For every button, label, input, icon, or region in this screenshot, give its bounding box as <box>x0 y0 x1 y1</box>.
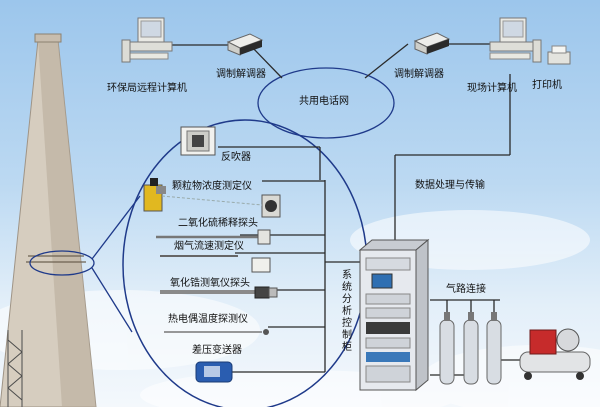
cabinet-label-char: 制 <box>342 330 352 341</box>
modem-icon <box>413 32 451 55</box>
phone-network-ellipse <box>257 67 395 139</box>
backflush-icon <box>180 126 216 156</box>
phone-network-label: 共用电话网 <box>299 96 349 107</box>
thermocouple-icon <box>164 329 269 335</box>
zro2-probe-label: 氧化锆测氧仪探头 <box>170 278 250 289</box>
backflush-label: 反吹器 <box>221 152 251 163</box>
so2-probe-label: 二氧化硫稀释探头 <box>178 218 258 229</box>
cabinet-label-char: 析 <box>342 306 352 317</box>
so2-probe-icon <box>156 229 271 245</box>
modem-left-label: 调制解调器 <box>216 69 266 80</box>
modem-icon <box>226 33 264 56</box>
particulate-meter-label: 颗粒物浓度测定仪 <box>172 181 252 192</box>
scaffold <box>7 330 23 407</box>
air-compressor <box>519 328 591 380</box>
thermocouple-probe-label: 热电偶温度探测仪 <box>168 314 248 325</box>
control-cabinet-label: 系 统 分 析 控 制 柜 <box>340 270 354 354</box>
cabinet-label-char: 系 <box>342 270 352 281</box>
gas-cylinders <box>439 312 502 385</box>
cabinet-label-char: 统 <box>342 282 352 293</box>
cabinet-label-char: 控 <box>342 318 352 329</box>
flow-meter-icon <box>160 255 271 273</box>
site-computer-label: 现场计算机 <box>467 83 517 94</box>
particulate-meter-icon <box>143 178 281 218</box>
computer-icon <box>121 17 173 63</box>
pressure-transmitter-icon <box>195 361 233 383</box>
control-cabinet <box>358 238 430 392</box>
pressure-transmitter-label: 差压变送器 <box>192 345 242 356</box>
chimney <box>0 33 97 407</box>
chimney-ring <box>29 250 95 276</box>
cabinet-label-char: 分 <box>342 294 352 305</box>
computer-icon <box>489 17 542 63</box>
gas-connection-label: 气路连接 <box>446 284 486 295</box>
flow-meter-label: 烟气流速测定仪 <box>174 241 244 252</box>
zro2-probe-icon <box>160 286 278 299</box>
printer-icon <box>547 45 571 65</box>
printer-label: 打印机 <box>532 80 562 91</box>
data-processing-label: 数据处理与传输 <box>415 180 485 191</box>
modem-right-label: 调制解调器 <box>394 69 444 80</box>
cabinet-label-char: 柜 <box>342 342 352 353</box>
epb-computer-label: 环保局远程计算机 <box>107 83 187 94</box>
